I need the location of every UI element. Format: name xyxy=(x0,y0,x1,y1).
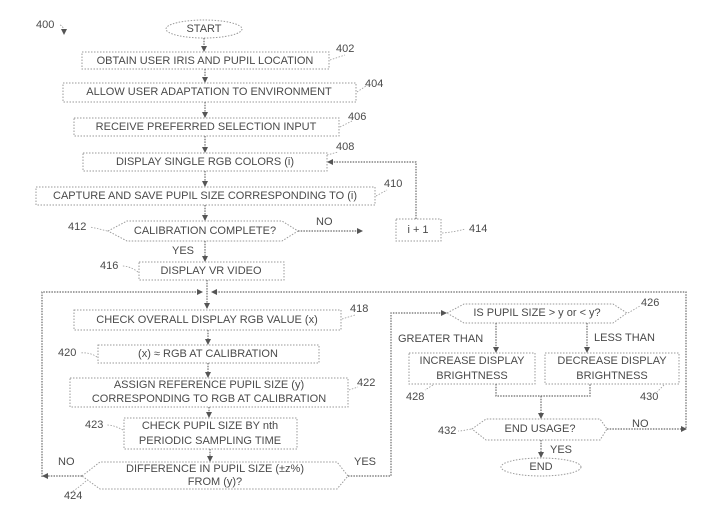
loop-connector-no xyxy=(41,289,203,477)
step-408-ref: 408 xyxy=(336,141,354,153)
step-422: ASSIGN REFERENCE PUPIL SIZE (y) CORRESPO… xyxy=(69,377,375,408)
decision-424: DIFFERENCE IN PUPIL SIZE (±z%) FROM (y)?… xyxy=(64,461,349,502)
figure-ref-leader xyxy=(59,24,67,35)
step-410-ref: 410 xyxy=(384,178,402,190)
difference-yes-label: YES xyxy=(354,456,376,468)
decision-424-ref: 424 xyxy=(64,490,82,502)
step-416: DISPLAY VR VIDEO 416 xyxy=(100,260,285,281)
step-402: OBTAIN USER IRIS AND PUPIL LOCATION 402 xyxy=(81,43,354,70)
step-408-text: DISPLAY SINGLE RGB COLORS (i) xyxy=(116,156,294,168)
decision-412: CALIBRATION COMPLETE? 412 xyxy=(68,220,299,242)
decision-426: IS PUPIL SIZE > y or < y? 426 xyxy=(445,297,659,324)
connector-yes xyxy=(348,310,447,477)
ref-leader xyxy=(329,54,346,61)
step-410-text: CAPTURE AND SAVE PUPIL SIZE CORRESPONDIN… xyxy=(53,190,357,202)
step-406-text: RECEIVE PREFERRED SELECTION INPUT xyxy=(96,121,317,133)
difference-no-label: NO xyxy=(58,456,75,468)
step-406-ref: 406 xyxy=(348,111,366,123)
ref-leader xyxy=(424,384,434,391)
step-404-text: ALLOW USER ADAPTATION TO ENVIRONMENT xyxy=(86,86,332,98)
decision-426-ref: 426 xyxy=(641,297,659,309)
greater-than-label: GREATER THAN xyxy=(398,333,483,345)
step-404: ALLOW USER ADAPTATION TO ENVIRONMENT 404 xyxy=(62,78,383,103)
ref-leader xyxy=(79,352,98,358)
step-430: DECREASE DISPLAY BRIGHTNESS 430 xyxy=(544,352,680,403)
end-label: END xyxy=(529,461,552,473)
step-423-text-line1: CHECK PUPIL SIZE BY nth xyxy=(142,420,278,432)
start-terminal: START xyxy=(165,19,243,39)
step-418-text: CHECK OVERALL DISPLAY RGB VALUE (x) xyxy=(96,314,318,326)
step-430-text-line2: BRIGHTNESS xyxy=(576,370,648,382)
step-420-ref: 420 xyxy=(58,347,76,359)
figure-ref-label: 400 xyxy=(36,19,54,31)
step-422-ref: 422 xyxy=(357,377,375,389)
step-418-ref: 418 xyxy=(350,303,368,315)
step-422-text-line1: ASSIGN REFERENCE PUPIL SIZE (y) xyxy=(114,379,304,391)
ref-leader xyxy=(67,480,87,495)
step-423: CHECK PUPIL SIZE BY nth PERIODIC SAMPLIN… xyxy=(85,417,298,450)
ref-leader xyxy=(341,314,356,320)
step-416-ref: 416 xyxy=(100,260,118,272)
step-428-text-line2: BRIGHTNESS xyxy=(436,370,508,382)
end-usage-yes-label: YES xyxy=(550,444,572,456)
step-416-text: DISPLAY VR VIDEO xyxy=(160,265,262,277)
ref-leader xyxy=(89,226,108,232)
ref-leader xyxy=(441,228,466,234)
calibration-no-label: NO xyxy=(316,216,333,228)
step-414-ref: 414 xyxy=(469,223,487,235)
step-430-text-line1: DECREASE DISPLAY xyxy=(557,355,667,367)
step-428-ref: 428 xyxy=(406,391,424,403)
step-420-text: (x) ≈ RGB AT CALIBRATION xyxy=(138,348,278,360)
decision-412-text: CALIBRATION COMPLETE? xyxy=(134,225,276,237)
loop-connector-414-408 xyxy=(327,159,417,219)
step-402-ref: 402 xyxy=(336,43,354,55)
step-404-ref: 404 xyxy=(365,78,383,90)
ref-leader xyxy=(457,428,472,432)
decision-424-text-line1: DIFFERENCE IN PUPIL SIZE (±z%) xyxy=(126,463,304,475)
step-402-text: OBTAIN USER IRIS AND PUPIL LOCATION xyxy=(97,55,314,67)
ref-leader xyxy=(326,151,339,156)
ref-leader xyxy=(356,85,367,93)
merge-connector xyxy=(495,384,591,397)
calibration-yes-label: YES xyxy=(172,245,194,257)
decision-432: END USAGE? 432 xyxy=(438,418,608,441)
step-428-text-line1: INCREASE DISPLAY xyxy=(420,355,526,367)
less-than-label: LESS THAN xyxy=(594,332,655,344)
step-406: RECEIVE PREFERRED SELECTION INPUT 406 xyxy=(73,111,366,137)
decision-426-text: IS PUPIL SIZE > y or < y? xyxy=(473,307,600,319)
ref-leader xyxy=(106,424,124,431)
ref-leader xyxy=(375,189,388,197)
decision-432-text: END USAGE? xyxy=(505,423,576,435)
step-430-ref: 430 xyxy=(640,391,658,403)
step-420: (x) ≈ RGB AT CALIBRATION 420 xyxy=(58,344,320,364)
end-terminal: END xyxy=(500,457,582,477)
step-410: CAPTURE AND SAVE PUPIL SIZE CORRESPONDIN… xyxy=(35,178,402,206)
decision-412-ref: 412 xyxy=(68,221,86,233)
decision-432-ref: 432 xyxy=(438,425,456,437)
step-408: DISPLAY SINGLE RGB COLORS (i) 408 xyxy=(82,141,354,172)
start-label: START xyxy=(186,23,221,35)
ref-leader xyxy=(339,120,353,128)
step-418: CHECK OVERALL DISPLAY RGB VALUE (x) 418 xyxy=(73,303,368,331)
end-usage-no-label: NO xyxy=(632,418,649,430)
step-428: INCREASE DISPLAY BRIGHTNESS 428 xyxy=(406,352,536,403)
step-423-text-line2: PERIODIC SAMPLING TIME xyxy=(139,435,281,447)
ref-leader xyxy=(627,305,641,314)
step-422-text-line2: CORRESPONDING TO RGB AT CALIBRATION xyxy=(92,393,326,405)
loop-connector-end-no xyxy=(211,289,687,428)
ref-leader xyxy=(121,265,139,273)
step-414-text: i + 1 xyxy=(407,224,428,236)
step-423-ref: 423 xyxy=(85,419,103,431)
decision-424-text-line2: FROM (y)? xyxy=(188,476,242,488)
step-414: i + 1 414 xyxy=(395,218,487,242)
